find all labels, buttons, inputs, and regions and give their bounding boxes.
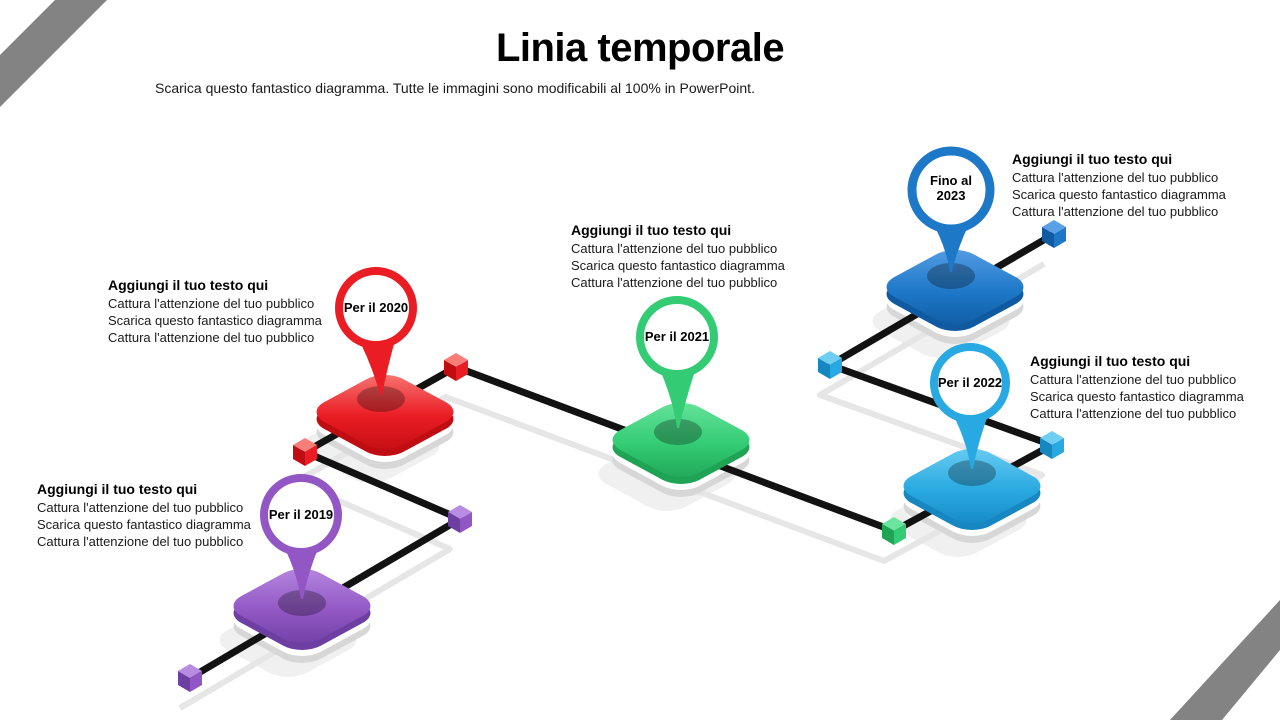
text-block-heading: Aggiungi il tuo testo qui xyxy=(1012,151,1173,167)
pin-2022 xyxy=(930,343,1010,469)
cube-2022-b xyxy=(818,351,842,379)
corner-stripe-top-left xyxy=(0,0,107,107)
cube-2020-b xyxy=(444,353,468,381)
pad-2020 xyxy=(305,369,465,462)
pin-circle-2020 xyxy=(335,267,417,349)
page-title: Linia temporale xyxy=(495,26,785,70)
pad-hole-2019 xyxy=(278,590,326,616)
pin-2020 xyxy=(335,267,417,395)
text-block-heading: Aggiungi il tuo testo qui xyxy=(571,222,732,238)
text-block-line: Cattura l'attenzione del tuo pubblico xyxy=(37,534,244,549)
page-subtitle: Scarica questo fantastico diagramma. Tut… xyxy=(155,80,755,96)
text-block-line: Cattura l'attenzione del tuo pubblico xyxy=(571,241,778,256)
pin-2021 xyxy=(636,296,718,428)
text-block-line: Cattura l'attenzione del tuo pubblico xyxy=(1012,170,1219,185)
text-block-heading: Aggiungi il tuo testo qui xyxy=(108,277,269,293)
pad-2023 xyxy=(875,244,1035,337)
text-block-2023: Aggiungi il tuo testo qui Cattura l'atte… xyxy=(1012,150,1226,220)
pin-label-2019: Per il 2019 xyxy=(268,507,334,522)
text-block-line: Scarica questo fantastico diagramma xyxy=(1030,389,1244,404)
text-block-line: Scarica questo fantastico diagramma xyxy=(1012,187,1226,202)
pad-2021 xyxy=(601,397,761,490)
pad-hole-2022 xyxy=(948,460,996,486)
pad-hole-2021 xyxy=(654,419,702,445)
cube-2019-b xyxy=(448,505,472,533)
pin-label-2023: Fino al 2023 xyxy=(930,173,972,203)
pad-hole-2023 xyxy=(927,263,975,289)
pin-circle-2019 xyxy=(260,474,342,556)
text-block-line: Cattura l'attenzione del tuo pubblico xyxy=(108,330,315,345)
text-block-line: Cattura l'attenzione del tuo pubblico xyxy=(1030,372,1237,387)
text-block-line: Cattura l'attenzione del tuo pubblico xyxy=(108,296,315,311)
corner-stripe-bottom-right xyxy=(1170,600,1280,720)
text-block-2021: Aggiungi il tuo testo qui Cattura l'atte… xyxy=(571,221,785,291)
cube-2019-a xyxy=(178,664,202,692)
pin-label-2022: Per il 2022 xyxy=(937,375,1003,390)
pins xyxy=(260,146,1010,599)
text-block-line: Cattura l'attenzione del tuo pubblico xyxy=(1030,406,1237,421)
text-block-2020: Aggiungi il tuo testo qui Cattura l'atte… xyxy=(108,276,322,346)
text-block-heading: Aggiungi il tuo testo qui xyxy=(1030,353,1191,369)
pad-2019 xyxy=(222,563,382,656)
cube-2021-a xyxy=(882,517,906,545)
pad-2022 xyxy=(892,443,1052,536)
cube-2022-a xyxy=(1040,431,1064,459)
pad-tops xyxy=(222,244,1052,656)
text-block-line: Cattura l'attenzione del tuo pubblico xyxy=(1012,204,1219,219)
text-block-heading: Aggiungi il tuo testo qui xyxy=(37,481,198,497)
pin-circle-2021 xyxy=(636,296,718,378)
text-block-line: Scarica questo fantastico diagramma xyxy=(571,258,785,273)
pin-label-2020: Per il 2020 xyxy=(343,300,409,315)
cube-2023-a xyxy=(1042,220,1066,248)
pin-circle-2022 xyxy=(930,343,1010,423)
pin-2019 xyxy=(260,474,342,599)
text-block-line: Scarica questo fantastico diagramma xyxy=(108,313,322,328)
connector-cubes xyxy=(178,220,1066,692)
pin-2023 xyxy=(907,146,995,272)
cube-2020-a xyxy=(293,438,317,466)
text-block-2022: Aggiungi il tuo testo qui Cattura l'atte… xyxy=(1030,352,1244,422)
pad-hole-2020 xyxy=(357,386,405,412)
text-block-line: Cattura l'attenzione del tuo pubblico xyxy=(571,275,778,290)
text-block-line: Cattura l'attenzione del tuo pubblico xyxy=(37,500,244,515)
pin-circle-2023 xyxy=(907,146,995,234)
pin-label-2021: Per il 2021 xyxy=(644,329,710,344)
text-block-line: Scarica questo fantastico diagramma xyxy=(37,517,251,532)
text-block-2019: Aggiungi il tuo testo qui Cattura l'atte… xyxy=(37,480,251,550)
